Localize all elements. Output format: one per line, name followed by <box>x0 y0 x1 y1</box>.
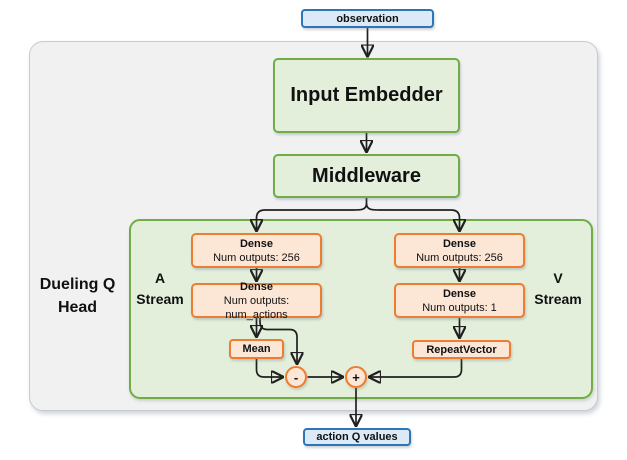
v-stream-label: V Stream <box>528 268 588 310</box>
a-stream-label-line2: Stream <box>136 291 184 307</box>
action-q-values-node: action Q values <box>303 428 411 446</box>
input-embedder-node: Input Embedder <box>273 58 460 133</box>
add-op-circle: + <box>345 366 367 388</box>
repeat-vector-node: RepeatVector <box>412 340 511 359</box>
dense-v1-title: Dense <box>442 237 477 250</box>
a-stream-label-line1: A <box>154 270 166 286</box>
dense-a1-node: Dense Num outputs: 256 <box>191 233 322 268</box>
middleware-node: Middleware <box>273 154 460 198</box>
subtract-op-label: - <box>293 369 299 385</box>
dueling-q-head-label: Dueling Q Head <box>27 273 128 319</box>
input-embedder-label: Input Embedder <box>290 84 443 106</box>
dueling-q-head-label-line2: Head <box>57 299 98 316</box>
dense-a2-node: Dense Num outputs: num_actions <box>191 280 322 321</box>
observation-label: observation <box>336 12 399 25</box>
dense-v1-node: Dense Num outputs: 256 <box>394 233 525 268</box>
dueling-q-head-label-line1: Dueling Q <box>39 276 116 293</box>
dense-v1-subtitle: Num outputs: 256 <box>416 251 503 264</box>
repeat-vector-label: RepeatVector <box>426 343 497 356</box>
middleware-label: Middleware <box>312 164 421 187</box>
subtract-op-circle: - <box>285 366 307 388</box>
add-op-label: + <box>352 369 360 385</box>
v-stream-label-line1: V <box>553 270 563 286</box>
dense-a2-subtitle: Num outputs: num_actions <box>223 294 290 321</box>
dense-v2-title: Dense <box>442 287 477 300</box>
a-stream-label: A Stream <box>131 268 189 310</box>
dense-a1-subtitle: Num outputs: 256 <box>213 251 300 264</box>
mean-node: Mean <box>229 339 284 359</box>
dense-a2-title: Dense <box>239 280 274 293</box>
dense-a1-title: Dense <box>239 237 274 250</box>
action-q-values-label: action Q values <box>316 431 398 443</box>
dense-v2-node: Dense Num outputs: 1 <box>394 283 525 318</box>
dense-v2-subtitle: Num outputs: 1 <box>422 301 497 314</box>
observation-node: observation <box>301 9 434 28</box>
v-stream-label-line2: Stream <box>534 291 582 307</box>
mean-label: Mean <box>242 343 271 355</box>
